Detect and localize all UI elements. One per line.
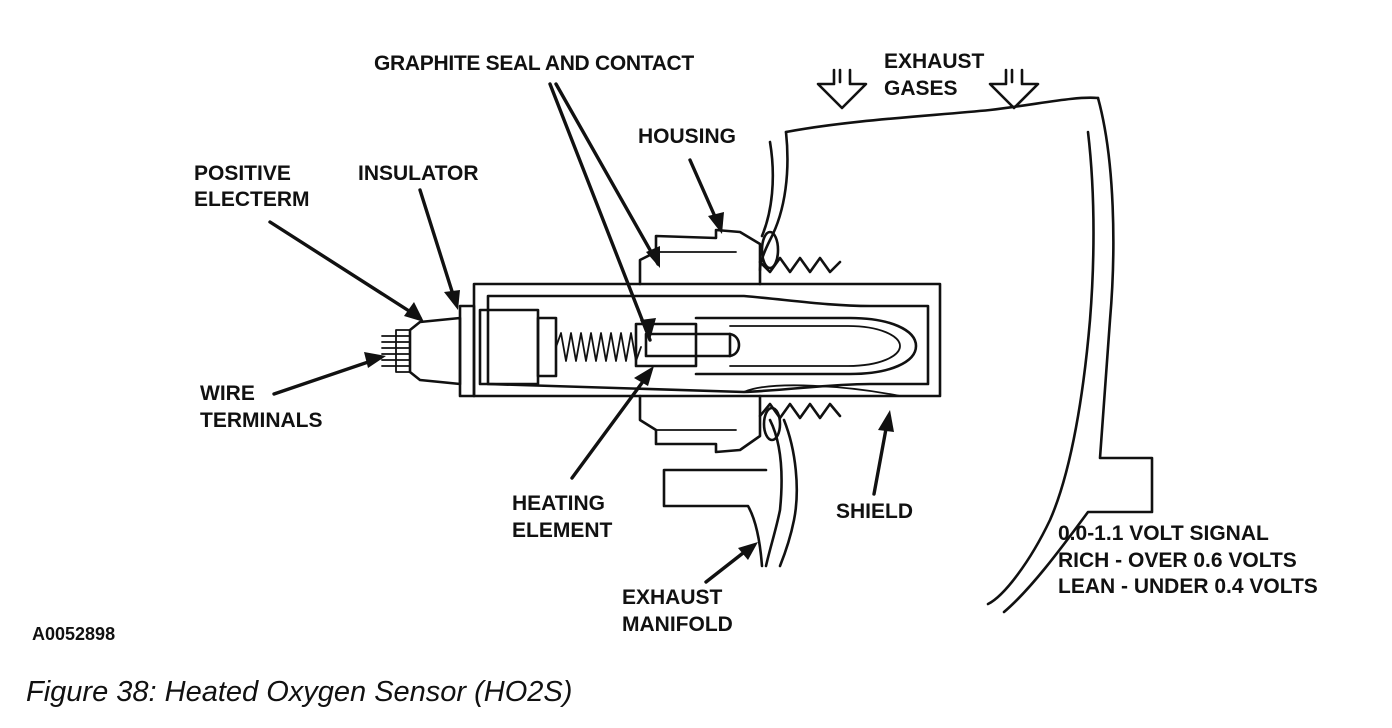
sensor-body (381, 228, 942, 454)
figure-code: A0052898 (32, 624, 116, 644)
leader-lines (268, 82, 894, 584)
label-signal-line1: 0.0-1.1 VOLT SIGNAL (1058, 522, 1269, 545)
figure-caption: Figure 38: Heated Oxygen Sensor (HO2S) (26, 676, 573, 708)
label-heating-line1: HEATING (512, 492, 605, 515)
label-shield: SHIELD (836, 500, 913, 523)
label-manifold-line1: EXHAUST (622, 586, 723, 609)
label-wire-line1: WIRE (200, 382, 255, 405)
label-heating-line2: ELEMENT (512, 519, 613, 542)
exhaust-gas-arrows (816, 68, 1040, 110)
label-signal-line3: LEAN - UNDER 0.4 VOLTS (1058, 575, 1318, 598)
label-manifold-line2: MANIFOLD (622, 613, 733, 636)
label-positive-line1: POSITIVE (194, 162, 291, 185)
label-wire-line2: TERMINALS (200, 409, 323, 432)
label-exhaust-gases-line1: EXHAUST (884, 50, 985, 73)
wire-terminals (381, 329, 411, 373)
label-housing: HOUSING (638, 125, 736, 148)
label-positive-line2: ELECTERM (194, 188, 310, 211)
labels: GRAPHITE SEAL AND CONTACT EXHAUST GASES … (194, 50, 1318, 636)
label-exhaust-gases-line2: GASES (884, 77, 958, 100)
label-insulator: INSULATOR (358, 162, 479, 185)
label-signal-line2: RICH - OVER 0.6 VOLTS (1058, 549, 1297, 572)
label-graphite-seal: GRAPHITE SEAL AND CONTACT (374, 52, 694, 75)
